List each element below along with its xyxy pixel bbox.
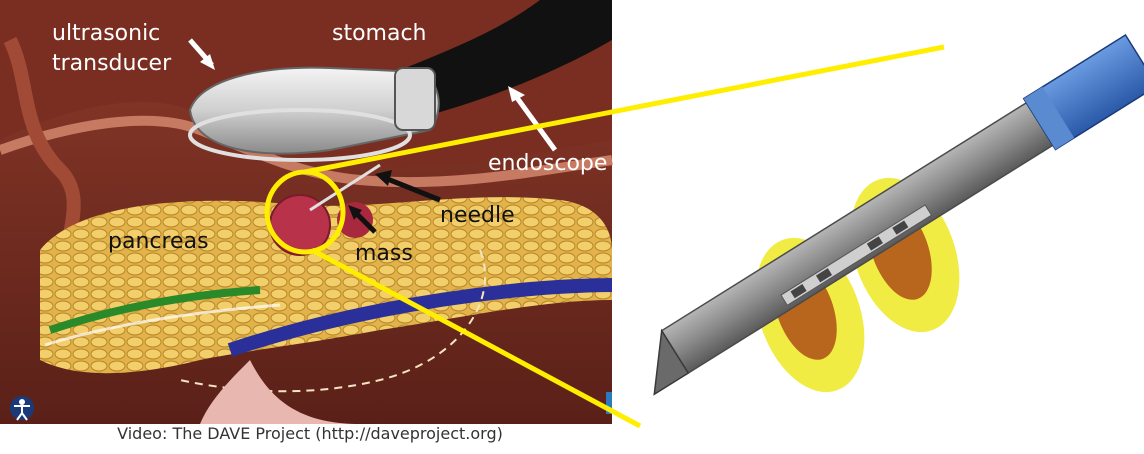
label-mass: mass (355, 241, 413, 266)
label-needle: needle (440, 203, 515, 228)
probe-model (625, 35, 1144, 407)
label-stomach: stomach (332, 21, 427, 46)
figure-caption: Video: The DAVE Project (http://daveproj… (0, 424, 620, 443)
ultrasonic-transducer (190, 68, 439, 160)
label-pancreas: pancreas (108, 229, 209, 254)
label-ultrasonic: ultrasonic (52, 21, 160, 46)
label-endoscope: endoscope (488, 151, 607, 176)
label-transducer: transducer (52, 51, 172, 76)
dave-logo-icon (10, 396, 34, 420)
